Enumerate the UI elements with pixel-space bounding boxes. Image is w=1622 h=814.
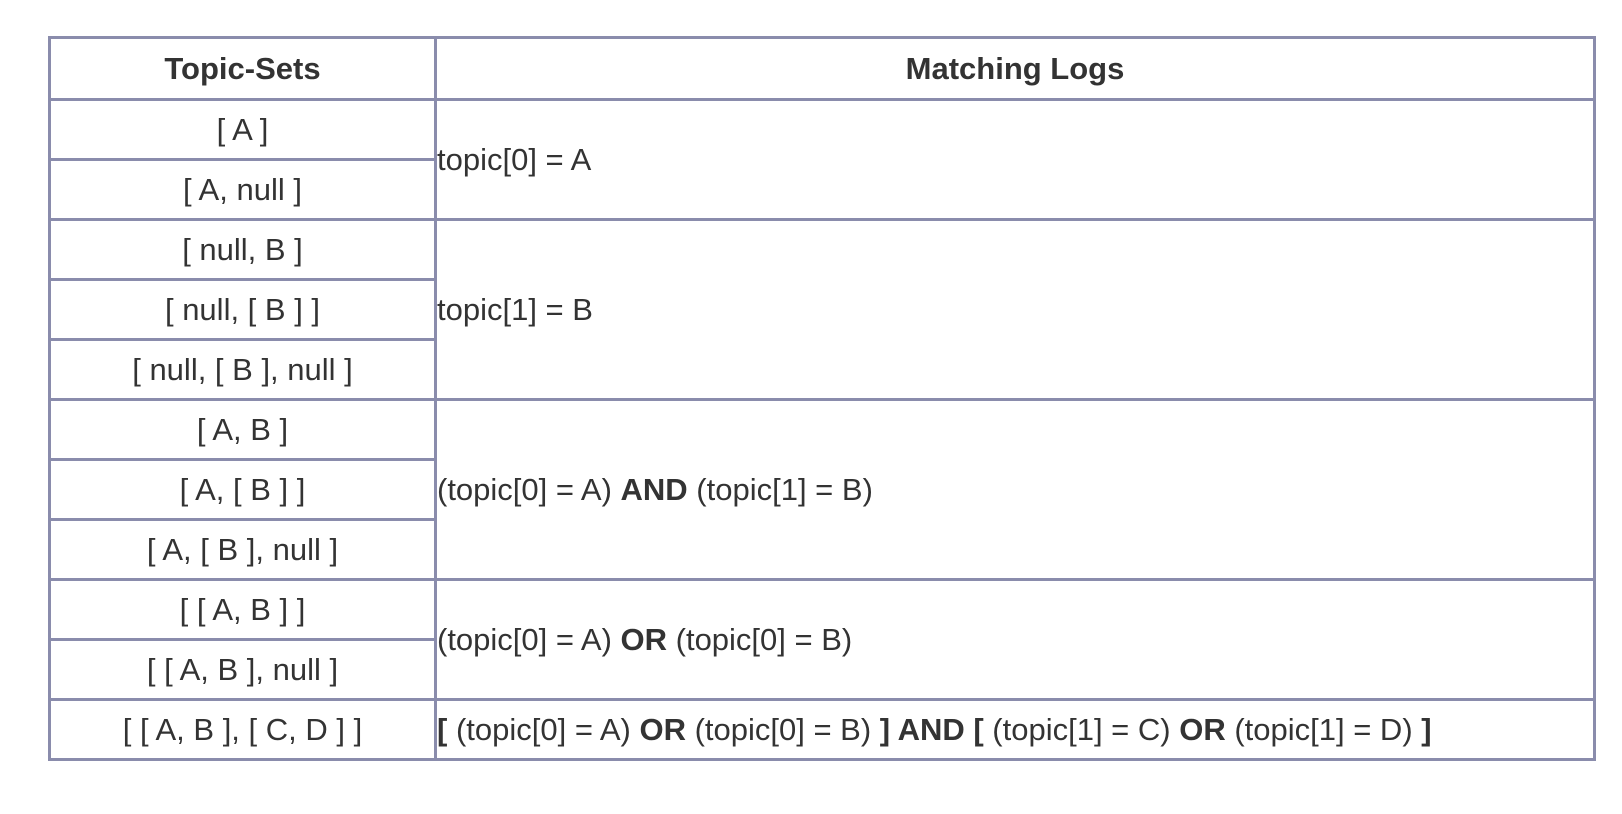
topic-set-cell: [ [ A, B ], null ] [48,638,437,701]
column-header-matching-logs: Matching Logs [434,36,1596,101]
table-row: [ A, [ B ] ] [48,458,1595,521]
header-row: Topic-Sets Matching Logs [48,36,1596,101]
condition-text: (topic[1] = B) [687,472,873,507]
table-body: [ A ]topic[0] = A[ A, null ][ null, B ]t… [48,98,1596,761]
matching-logs-cell: (topic[0] = A) AND (topic[1] = B) [434,398,1596,581]
table-header: Topic-Sets Matching Logs [48,36,1596,101]
topic-set-cell: [ null, [ B ] ] [48,278,437,341]
column-header-topic-sets: Topic-Sets [48,36,437,101]
logic-operator: [ [437,712,448,747]
logic-operator: AND [620,472,688,507]
logic-operator: ] AND [ [879,712,984,747]
topic-set-cell: [ A, B ] [48,398,437,461]
matching-logs-cell: topic[0] = A [434,98,1596,221]
matching-logs-cell: topic[1] = B [434,218,1596,401]
table-row: [ A, null ] [48,158,1595,221]
topic-set-cell: [ A, null ] [48,158,437,221]
logic-operator: OR [620,622,668,657]
topic-set-cell: [ A, [ B ] ] [48,458,437,521]
table-row: [ [ A, B ], null ] [48,638,1595,701]
logic-operator: ] [1421,712,1432,747]
table-row: [ [ A, B ], [ C, D ] ][ (topic[0] = A) O… [48,698,1596,761]
matching-logs-cell: (topic[0] = A) OR (topic[0] = B) [434,578,1596,701]
table-row: [ A, [ B ], null ] [48,518,1595,581]
topic-matching-table: Topic-Sets Matching Logs [ A ]topic[0] =… [48,36,1596,761]
condition-text: (topic[0] = A) [447,712,640,747]
topic-set-cell: [ [ A, B ] ] [48,578,437,641]
logic-operator: OR [639,712,686,747]
table-row: [ null, B ]topic[1] = B [48,218,1596,401]
topic-set-cell: [ A, [ B ], null ] [48,518,437,581]
condition-text: (topic[1] = D) [1225,712,1422,747]
topic-set-cell: [ null, B ] [48,218,437,281]
table-row: [ [ A, B ] ](topic[0] = A) OR (topic[0] … [48,578,1596,701]
condition-text: topic[1] = B [437,292,593,327]
condition-text: (topic[0] = B) [667,622,853,657]
table-row: [ null, [ B ], null ] [48,338,1595,401]
condition-text: (topic[0] = A) [437,622,621,657]
table-row: [ null, [ B ] ] [48,278,1595,341]
matching-logs-cell: [ (topic[0] = A) OR (topic[0] = B) ] AND… [434,698,1596,761]
table-row: [ A ]topic[0] = A [48,98,1596,221]
topic-set-cell: [ null, [ B ], null ] [48,338,437,401]
condition-text: topic[0] = A [437,142,592,177]
condition-text: (topic[1] = C) [983,712,1180,747]
table-row: [ A, B ](topic[0] = A) AND (topic[1] = B… [48,398,1596,581]
topic-set-cell: [ A ] [48,98,437,161]
topic-set-cell: [ [ A, B ], [ C, D ] ] [48,698,437,761]
condition-text: (topic[0] = A) [437,472,621,507]
logic-operator: OR [1179,712,1226,747]
condition-text: (topic[0] = B) [685,712,880,747]
